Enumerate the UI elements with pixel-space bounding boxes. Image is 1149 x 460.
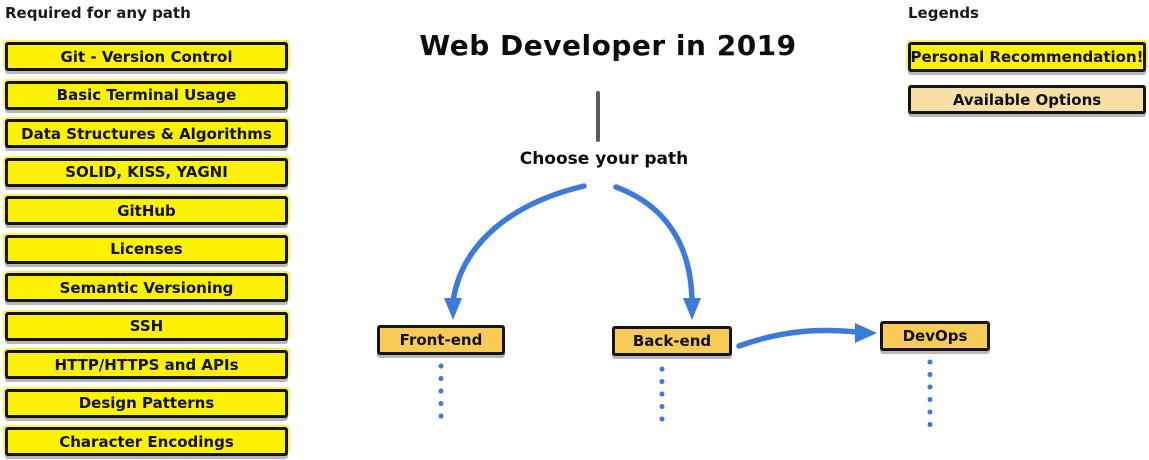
topic-licenses: Licenses <box>5 234 288 264</box>
arrow-to-front-end <box>450 183 587 304</box>
page-title: Web Developer in 2019 <box>419 29 797 62</box>
legend-available-options: Available Options <box>908 85 1146 114</box>
arrowhead-devops-icon <box>855 323 877 343</box>
arrow-to-back-end <box>613 184 695 304</box>
topic-semantic-versioning: Semantic Versioning <box>5 273 288 302</box>
node-devops: DevOps <box>880 321 990 351</box>
topic-character-encodings: Character Encodings <box>5 427 288 456</box>
arrow-back-end-to-devops <box>736 327 859 349</box>
topic-http-https-apis: HTTP/HTTPS and APIs <box>5 350 288 379</box>
topic-github: GitHub <box>5 196 288 225</box>
topic-ssh: SSH <box>5 311 288 341</box>
required-topic-list: Git - Version Control Basic Terminal Usa… <box>5 42 288 456</box>
arrowhead-front-end-icon <box>444 298 462 320</box>
node-back-end: Back-end <box>612 326 732 356</box>
topic-basic-terminal-usage: Basic Terminal Usage <box>5 80 288 110</box>
topic-solid-kiss-yagni: SOLID, KISS, YAGNI <box>5 157 288 187</box>
arrowhead-back-end-icon <box>683 298 701 320</box>
legend-personal-recommendation: Personal Recommendation! <box>908 42 1146 72</box>
legends-heading: Legends <box>908 4 979 22</box>
topic-git-version-control: Git - Version Control <box>5 42 288 71</box>
node-front-end: Front-end <box>377 325 505 355</box>
required-section-heading: Required for any path <box>5 4 191 22</box>
choose-your-path-label: Choose your path <box>519 149 689 169</box>
topic-design-patterns: Design Patterns <box>5 388 288 418</box>
title-connector-line <box>596 91 600 142</box>
topic-data-structures-algorithms: Data Structures & Algorithms <box>5 119 288 148</box>
